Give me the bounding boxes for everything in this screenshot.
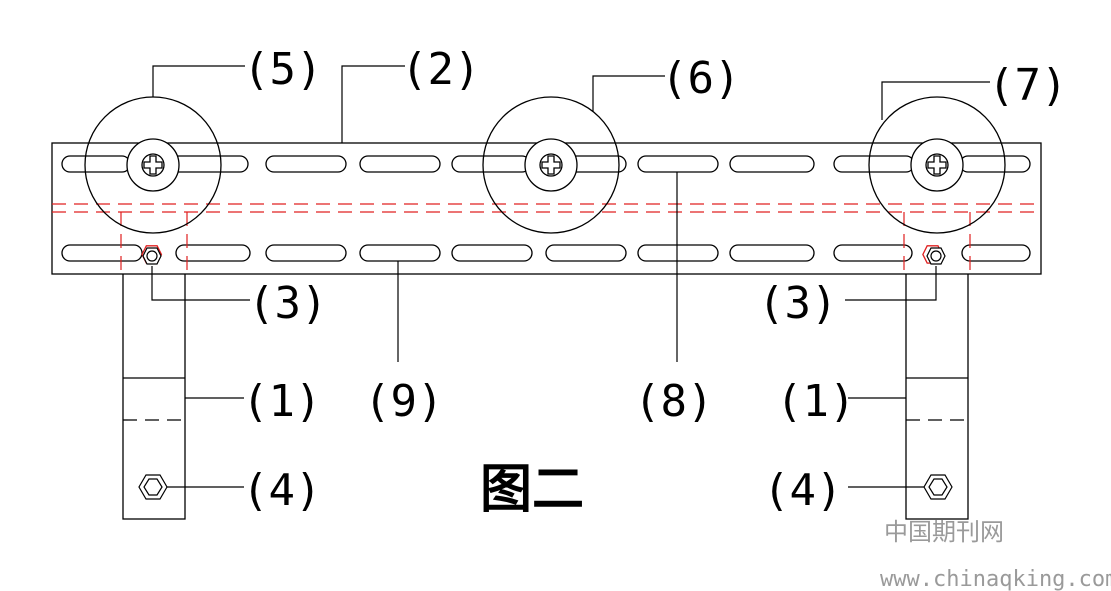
nut-left xyxy=(141,245,163,265)
bolt-right xyxy=(923,474,953,500)
figure-title: 图二 xyxy=(480,460,584,520)
screw-cross-icon xyxy=(541,155,561,175)
label-bolt-right: (4) xyxy=(763,465,842,516)
bolt-left xyxy=(138,474,168,500)
label-bracket-right: (1) xyxy=(776,376,855,427)
nut-right xyxy=(922,245,946,265)
label-slot-lower: (9) xyxy=(364,376,443,427)
screw-cross-icon xyxy=(927,155,947,175)
wheel-right xyxy=(868,96,1006,234)
lower-slot-row xyxy=(61,244,1031,262)
leader-lines xyxy=(151,65,990,488)
watermark-url: www.chinaqking.com xyxy=(880,567,1111,591)
screw-cross-icon xyxy=(143,155,163,175)
label-nut-left: (3) xyxy=(248,278,327,329)
label-wheel-right: (7) xyxy=(988,60,1067,111)
label-nut-right: (3) xyxy=(758,278,837,329)
hidden-lines xyxy=(52,203,1041,274)
label-bracket-left: (1) xyxy=(242,376,321,427)
label-plate: (2) xyxy=(401,44,480,95)
label-wheel-left: (5) xyxy=(243,44,322,95)
upper-slot-row xyxy=(61,155,1031,173)
wheel-center xyxy=(482,96,620,234)
watermark-site-name: 中国期刊网 xyxy=(884,518,1004,546)
label-bolt-left: (4) xyxy=(242,465,321,516)
label-slot-upper: (8) xyxy=(634,376,713,427)
label-wheel-center: (6) xyxy=(661,53,740,104)
